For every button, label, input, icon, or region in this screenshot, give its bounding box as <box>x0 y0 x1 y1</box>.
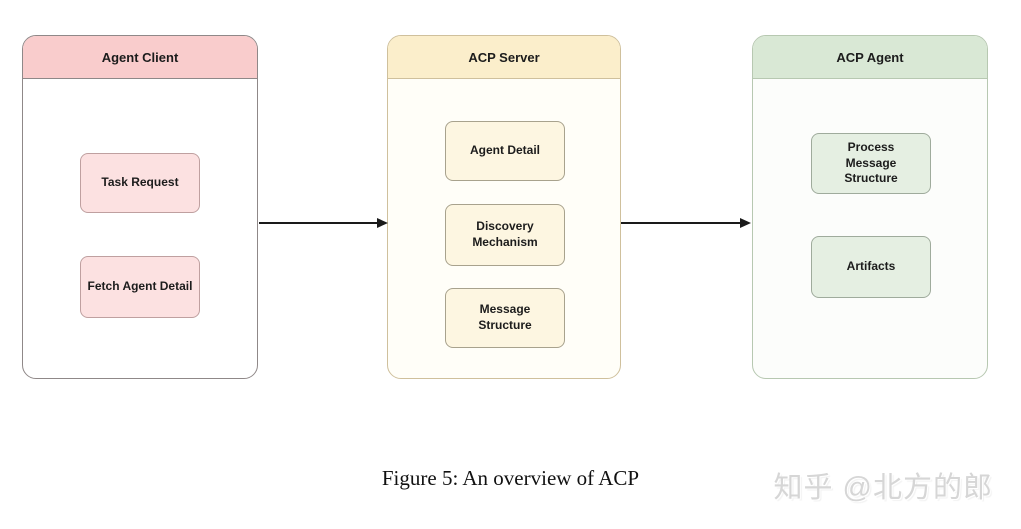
node-agent-detail-label: Agent Detail <box>469 143 540 158</box>
node-message-structure: Message Structure <box>445 288 565 348</box>
acp-agent-header: ACP Agent <box>753 36 987 79</box>
arrow-client-to-server-icon <box>259 216 388 230</box>
node-fetch-agent-detail-label: Fetch Agent Detail <box>87 279 193 294</box>
node-agent-detail: Agent Detail <box>445 121 565 181</box>
node-discovery-mechanism-label: Discovery Mechanism <box>472 219 538 249</box>
arrow-head <box>740 218 751 228</box>
container-acp-agent: ACP Agent Process Message Structure Arti… <box>752 35 988 379</box>
acp-agent-title: ACP Agent <box>836 49 904 65</box>
arrow-server-to-agent-icon <box>621 216 751 230</box>
node-task-request: Task Request <box>80 153 200 213</box>
node-task-request-label: Task Request <box>101 175 179 190</box>
node-process-message-structure-label: Process Message Structure <box>844 140 898 186</box>
node-process-message-structure: Process Message Structure <box>811 133 931 194</box>
node-discovery-mechanism: Discovery Mechanism <box>445 204 565 266</box>
watermark: 知乎 @北方的郎 <box>773 472 993 504</box>
agent-client-title: Agent Client <box>101 49 179 65</box>
node-artifacts-label: Artifacts <box>846 259 896 274</box>
node-fetch-agent-detail: Fetch Agent Detail <box>80 256 200 318</box>
container-agent-client: Agent Client Task Request Fetch Agent De… <box>22 35 258 379</box>
arrow-head <box>377 218 388 228</box>
container-acp-server: ACP Server Agent Detail Discovery Mechan… <box>387 35 621 379</box>
arrow-shaft <box>621 222 742 224</box>
node-message-structure-label: Message Structure <box>478 302 532 332</box>
figure-caption: Figure 5: An overview of ACP <box>381 466 640 490</box>
arrow-shaft <box>259 222 379 224</box>
agent-client-header: Agent Client <box>23 36 257 79</box>
acp-server-header: ACP Server <box>388 36 620 79</box>
node-artifacts: Artifacts <box>811 236 931 298</box>
acp-server-title: ACP Server <box>468 49 540 65</box>
